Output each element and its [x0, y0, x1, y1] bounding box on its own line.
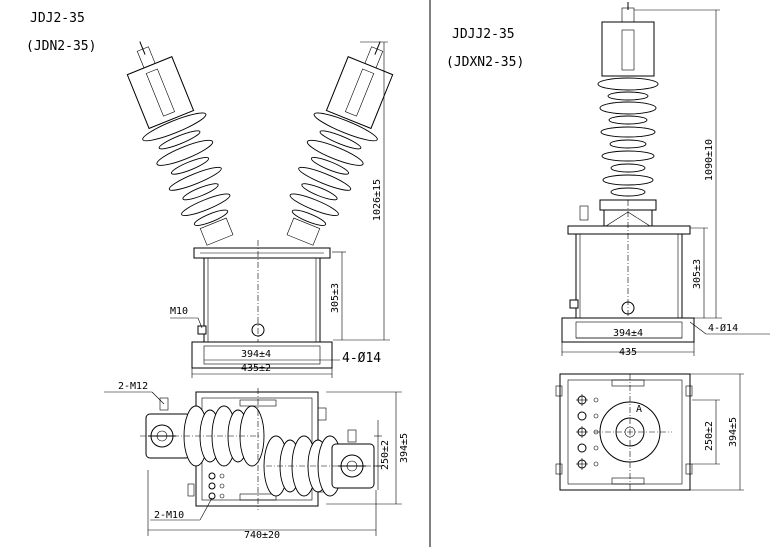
- right-dim-width-inner: 394±4: [613, 328, 643, 339]
- left-bushing-b: [286, 41, 394, 246]
- left-model-label: JDJ2-35: [30, 11, 85, 26]
- left-elevation-dimensions: [170, 41, 390, 378]
- right-plan-dim-depth-outer: 394±5: [728, 417, 739, 447]
- left-elevation-view: [126, 41, 394, 369]
- left-plan-dim-length: 740±20: [244, 530, 280, 541]
- left-dim-base-height: 305±3: [330, 283, 341, 313]
- right-dim-height: 1090±10: [704, 139, 715, 181]
- left-dim-width-outer: 435±2: [241, 363, 271, 374]
- right-elevation-dimensions: [561, 10, 770, 356]
- left-plan-bolt-top: 2-M12: [118, 381, 148, 392]
- right-model-alt-label: (JDXN2-35): [446, 55, 524, 70]
- left-hole-spec: 4-Ø14: [342, 351, 381, 366]
- right-model-label: JDJJ2-35: [452, 27, 515, 42]
- right-hole-spec: 4-Ø14: [708, 322, 738, 334]
- left-plan-bolt-bottom: 2-M10: [154, 510, 184, 521]
- left-plan-dim-depth-outer: 394±5: [399, 433, 410, 463]
- left-bolt-spec: M10: [170, 306, 188, 317]
- left-model-alt-label: (JDN2-35): [26, 39, 96, 54]
- left-plan-view: [140, 388, 384, 510]
- right-dim-base-height: 305±3: [692, 259, 703, 289]
- right-elevation-view: [561, 2, 720, 343]
- left-dim-width-inner: 394±4: [241, 349, 271, 360]
- left-plan-dim-depth-inner: 250±2: [380, 440, 391, 470]
- right-plan-dim-depth-inner: 250±2: [704, 421, 715, 451]
- right-plan-terminal-label: A: [636, 404, 642, 415]
- left-dim-height: 1026±15: [372, 179, 383, 221]
- left-plan-dimensions: [104, 391, 402, 536]
- right-plan-dimensions: [690, 373, 744, 491]
- right-dim-width-outer: 435: [619, 347, 637, 358]
- left-bushing-a: [126, 41, 234, 246]
- right-plan-view: [555, 373, 693, 492]
